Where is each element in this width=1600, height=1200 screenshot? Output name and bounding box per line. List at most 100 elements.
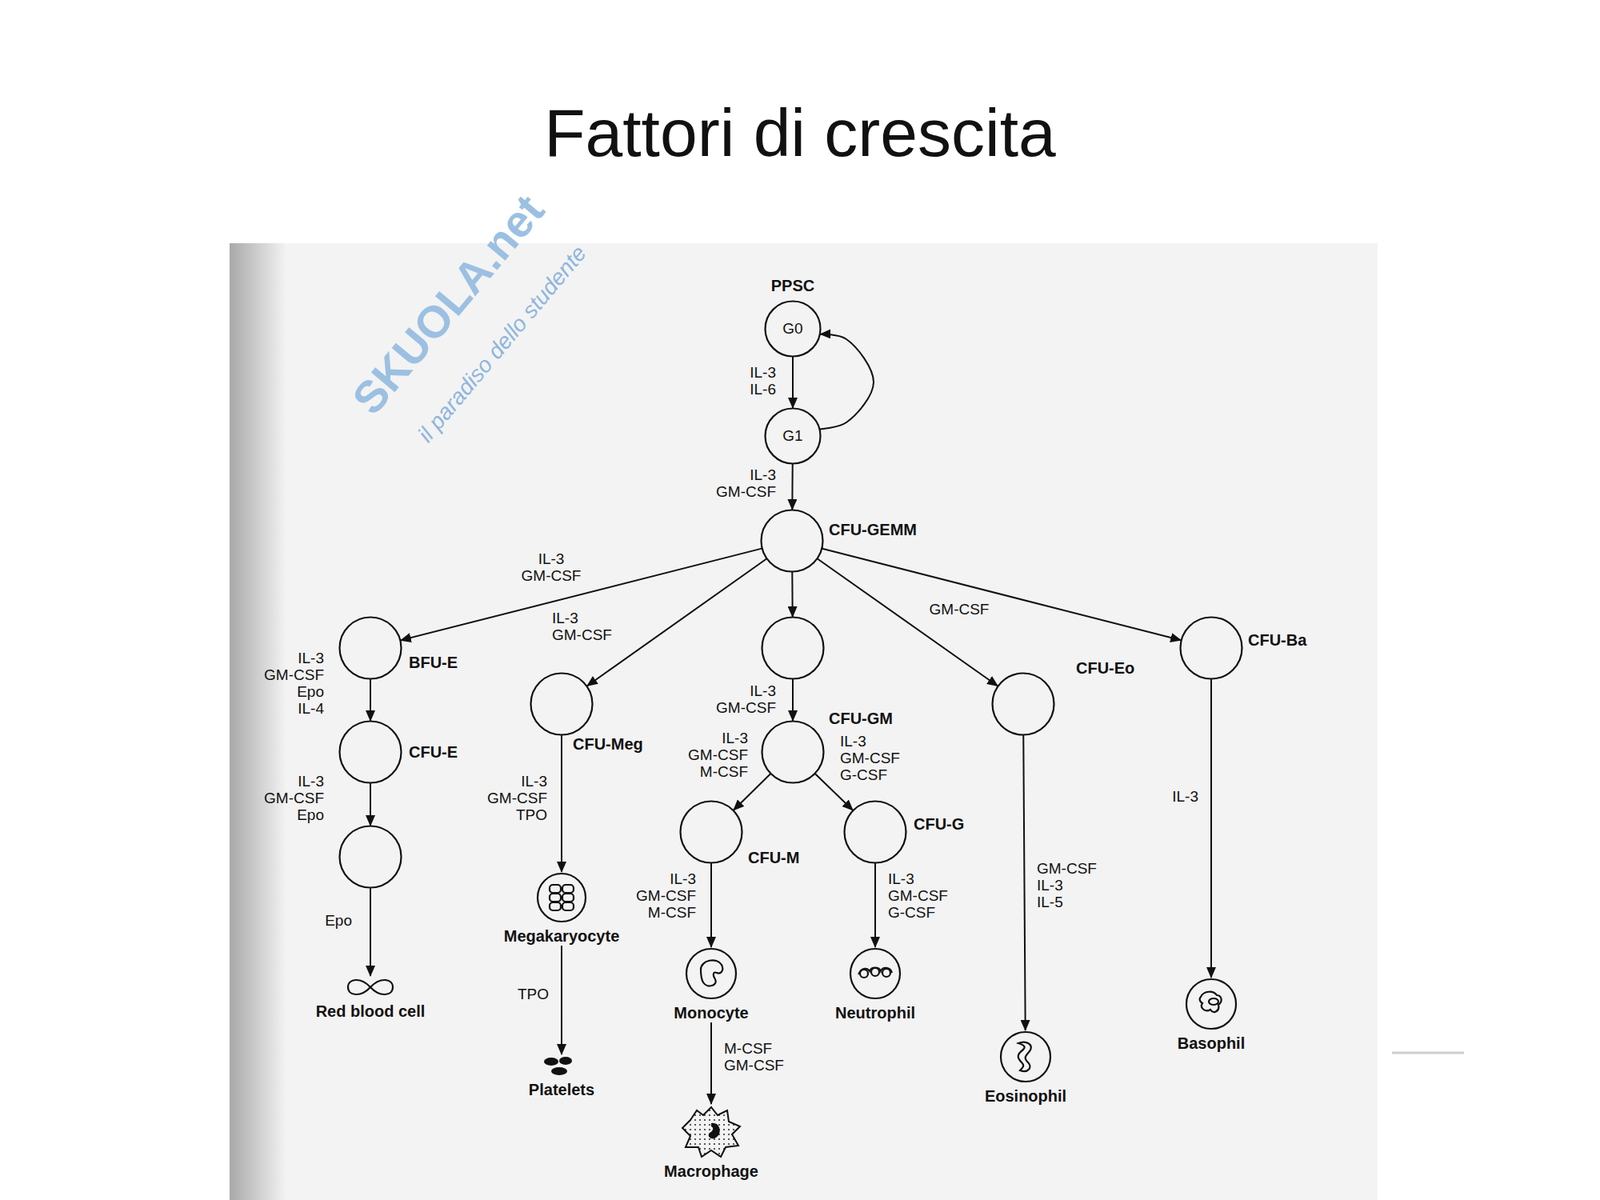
differentiation-arrow [792,356,794,408]
progenitor-cell: PPSCG0 [764,300,822,358]
cell-circle [843,800,908,864]
cell-circle [760,508,824,573]
progenitor-cell: CFU-M [679,800,744,864]
progenitor-cell: CFU-GM [760,720,825,784]
differentiation-arrow [710,1022,712,1104]
growth-factor-label: IL-3 GM-CSF Epo IL-4 [228,649,324,717]
growth-factor-label: IL-3 GM-CSF G-CSF [888,870,984,921]
differentiation-arrow [1210,679,1212,978]
growth-factor-label: IL-3 GM-CSF M-CSF [652,729,748,780]
blood-cell: Basophil [1177,977,1245,1053]
cell-label: Megakaryocyte [504,926,620,946]
scan-shadow [229,243,286,1200]
cell-illustration [684,947,738,1000]
progenitor-cell: CFU-E [338,720,403,784]
scan-mark [1392,1052,1464,1055]
differentiation-arrow [822,548,1181,641]
cell-circle [338,616,403,680]
growth-factor-label: IL-3 GM-CSF G-CSF [840,732,936,784]
differentiation-arrow [369,888,372,976]
slide-title: Fattori di crescita [0,94,1600,172]
progenitor-cell: G1 [764,407,822,465]
cell-label: Monocyte [673,1003,748,1023]
progenitor-cell: CFU-GEMM [760,508,824,573]
cell-illustration [536,872,588,924]
growth-factor-label: IL-3 GM-CSF [680,682,776,716]
growth-factor-label: IL-3 GM-CSF [503,550,600,584]
cell-label: CFU-GEMM [828,520,917,540]
differentiation-arrow [369,679,372,721]
cell-circle [760,616,825,680]
differentiation-arrow [710,863,712,948]
cell-label: Platelets [528,1080,595,1100]
growth-factor-label: GM-CSF IL-3 IL-5 [1036,860,1133,911]
progenitor-cell: CFU-Eo [991,672,1056,736]
cell-circle [338,824,403,889]
growth-factor-label: IL-3 GM-CSF M-CSF [600,870,696,921]
cell-label: CFU-Eo [1076,658,1135,678]
cell-circle [338,720,403,784]
growth-factor-label: IL-3 GM-CSF [552,609,648,644]
cell-label: CFU-G [913,814,964,834]
cell-illustration [679,1104,744,1159]
cell-label: CFU-M [748,848,800,868]
progenitor-cell: CFU-G [843,800,908,864]
growth-factor-label: TPO [452,985,549,1003]
cell-label: G1 [782,426,803,446]
cell-circle [679,800,744,864]
cell-label: Basophil [1177,1033,1245,1053]
blood-cell: Monocyte [673,947,748,1023]
differentiation-arrow [560,735,563,872]
growth-factor-label: IL-3 IL-6 [680,364,776,398]
growth-factor-label: IL-3 [1102,788,1199,805]
progenitor-cell: CFU-Meg [529,672,594,736]
growth-factor-label: IL-3 GM-CSF TPO [451,772,548,824]
cell-label: Neutrophil [835,1003,916,1023]
growth-factor-label: IL-3 GM-CSF [680,466,776,500]
blood-cell: Eosinophil [984,1030,1067,1106]
progenitor-cell [338,824,403,889]
differentiation-arrow [587,559,767,687]
progenitor-cell: CFU-Ba [1179,616,1244,680]
differentiation-arrow [1023,735,1025,1031]
cell-label: Eosinophil [984,1086,1067,1106]
cell-label: CFU-Ba [1248,630,1307,650]
differentiation-arrow [791,464,793,510]
blood-cell: Megakaryocyte [504,872,620,946]
cell-label: Macrophage [664,1161,759,1181]
blood-cell: Neutrophil [835,947,916,1023]
growth-factor-label: M-CSF GM-CSF [724,1040,820,1074]
differentiation-arrow [369,783,372,826]
cell-label: PPSC [771,276,815,296]
cell-circle [760,720,825,784]
blood-cell: Platelets [528,1054,595,1100]
progenitor-cell [760,616,825,680]
blood-cell: Red blood cell [316,976,426,1021]
progenitor-cell: BFU-E [338,616,403,680]
differentiation-arrow [791,572,793,617]
differentiation-arrow [817,558,998,686]
growth-factor-label: GM-CSF [911,600,1008,618]
differentiation-arrow [874,863,876,948]
cell-label: BFU-E [408,652,458,672]
cell-circle [529,672,594,736]
cell-label: CFU-Meg [572,734,644,754]
differentiation-arrow [560,945,563,1055]
cell-label: CFU-GM [828,708,893,728]
cell-illustration [848,947,902,1000]
growth-factor-label: Epo [256,912,352,929]
cell-illustration [344,976,396,999]
differentiation-arrow [820,334,874,430]
cell-illustration [541,1054,582,1077]
cell-circle [1179,616,1244,680]
cell-illustration [999,1030,1052,1084]
growth-factor-label: IL-3 GM-CSF Epo [228,772,324,824]
differentiation-arrow [792,679,794,721]
cell-circle [991,672,1056,736]
cell-label: G0 [782,319,803,339]
cell-label: Red blood cell [316,1001,426,1021]
cell-label: CFU-E [408,742,458,762]
blood-cell: Macrophage [664,1104,759,1181]
